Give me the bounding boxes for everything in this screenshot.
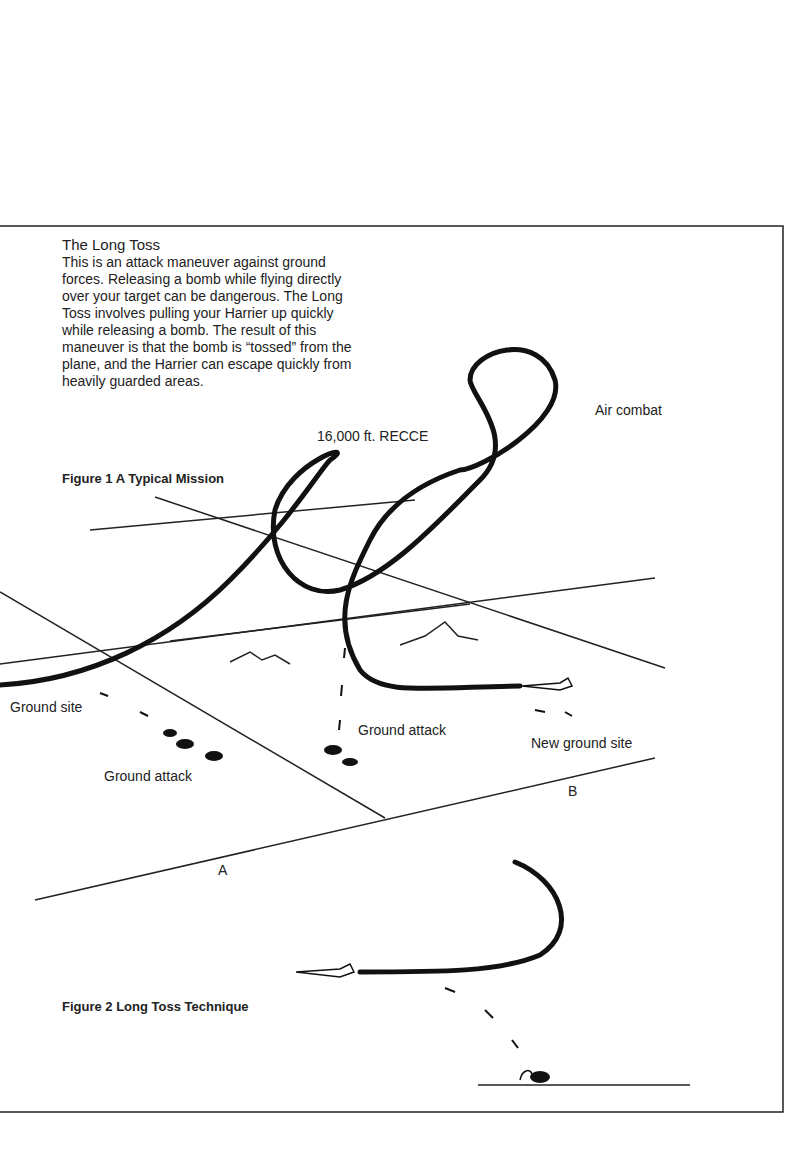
site-label: New ground site (529, 735, 634, 752)
figure-caption: Figure 1 A Typical Mission (62, 471, 224, 487)
site-label: Ground site (8, 699, 84, 716)
terrain-line (155, 497, 665, 668)
zone-letter: A (216, 862, 229, 879)
attack-label: Ground attack (102, 768, 194, 785)
mountain (400, 622, 478, 645)
area-label: Air combat (593, 402, 664, 419)
mountain (230, 652, 290, 664)
body-text: This is an attack maneuver against groun… (62, 254, 362, 390)
figure-caption: Figure 2 Long Toss Technique (62, 999, 249, 1015)
terrain-line (35, 758, 655, 900)
ground-line (478, 1084, 690, 1086)
altitude-label: 16,000 ft. RECCE (315, 428, 430, 445)
terrain-line (90, 500, 415, 530)
flight-path (0, 350, 556, 689)
tanks (163, 729, 550, 1083)
heading: The Long Toss (62, 236, 160, 254)
attack-label: Ground attack (356, 722, 448, 739)
toss-path (360, 862, 562, 972)
zone-letter: B (566, 783, 579, 800)
terrain-line (0, 592, 385, 818)
frame (0, 226, 783, 1112)
